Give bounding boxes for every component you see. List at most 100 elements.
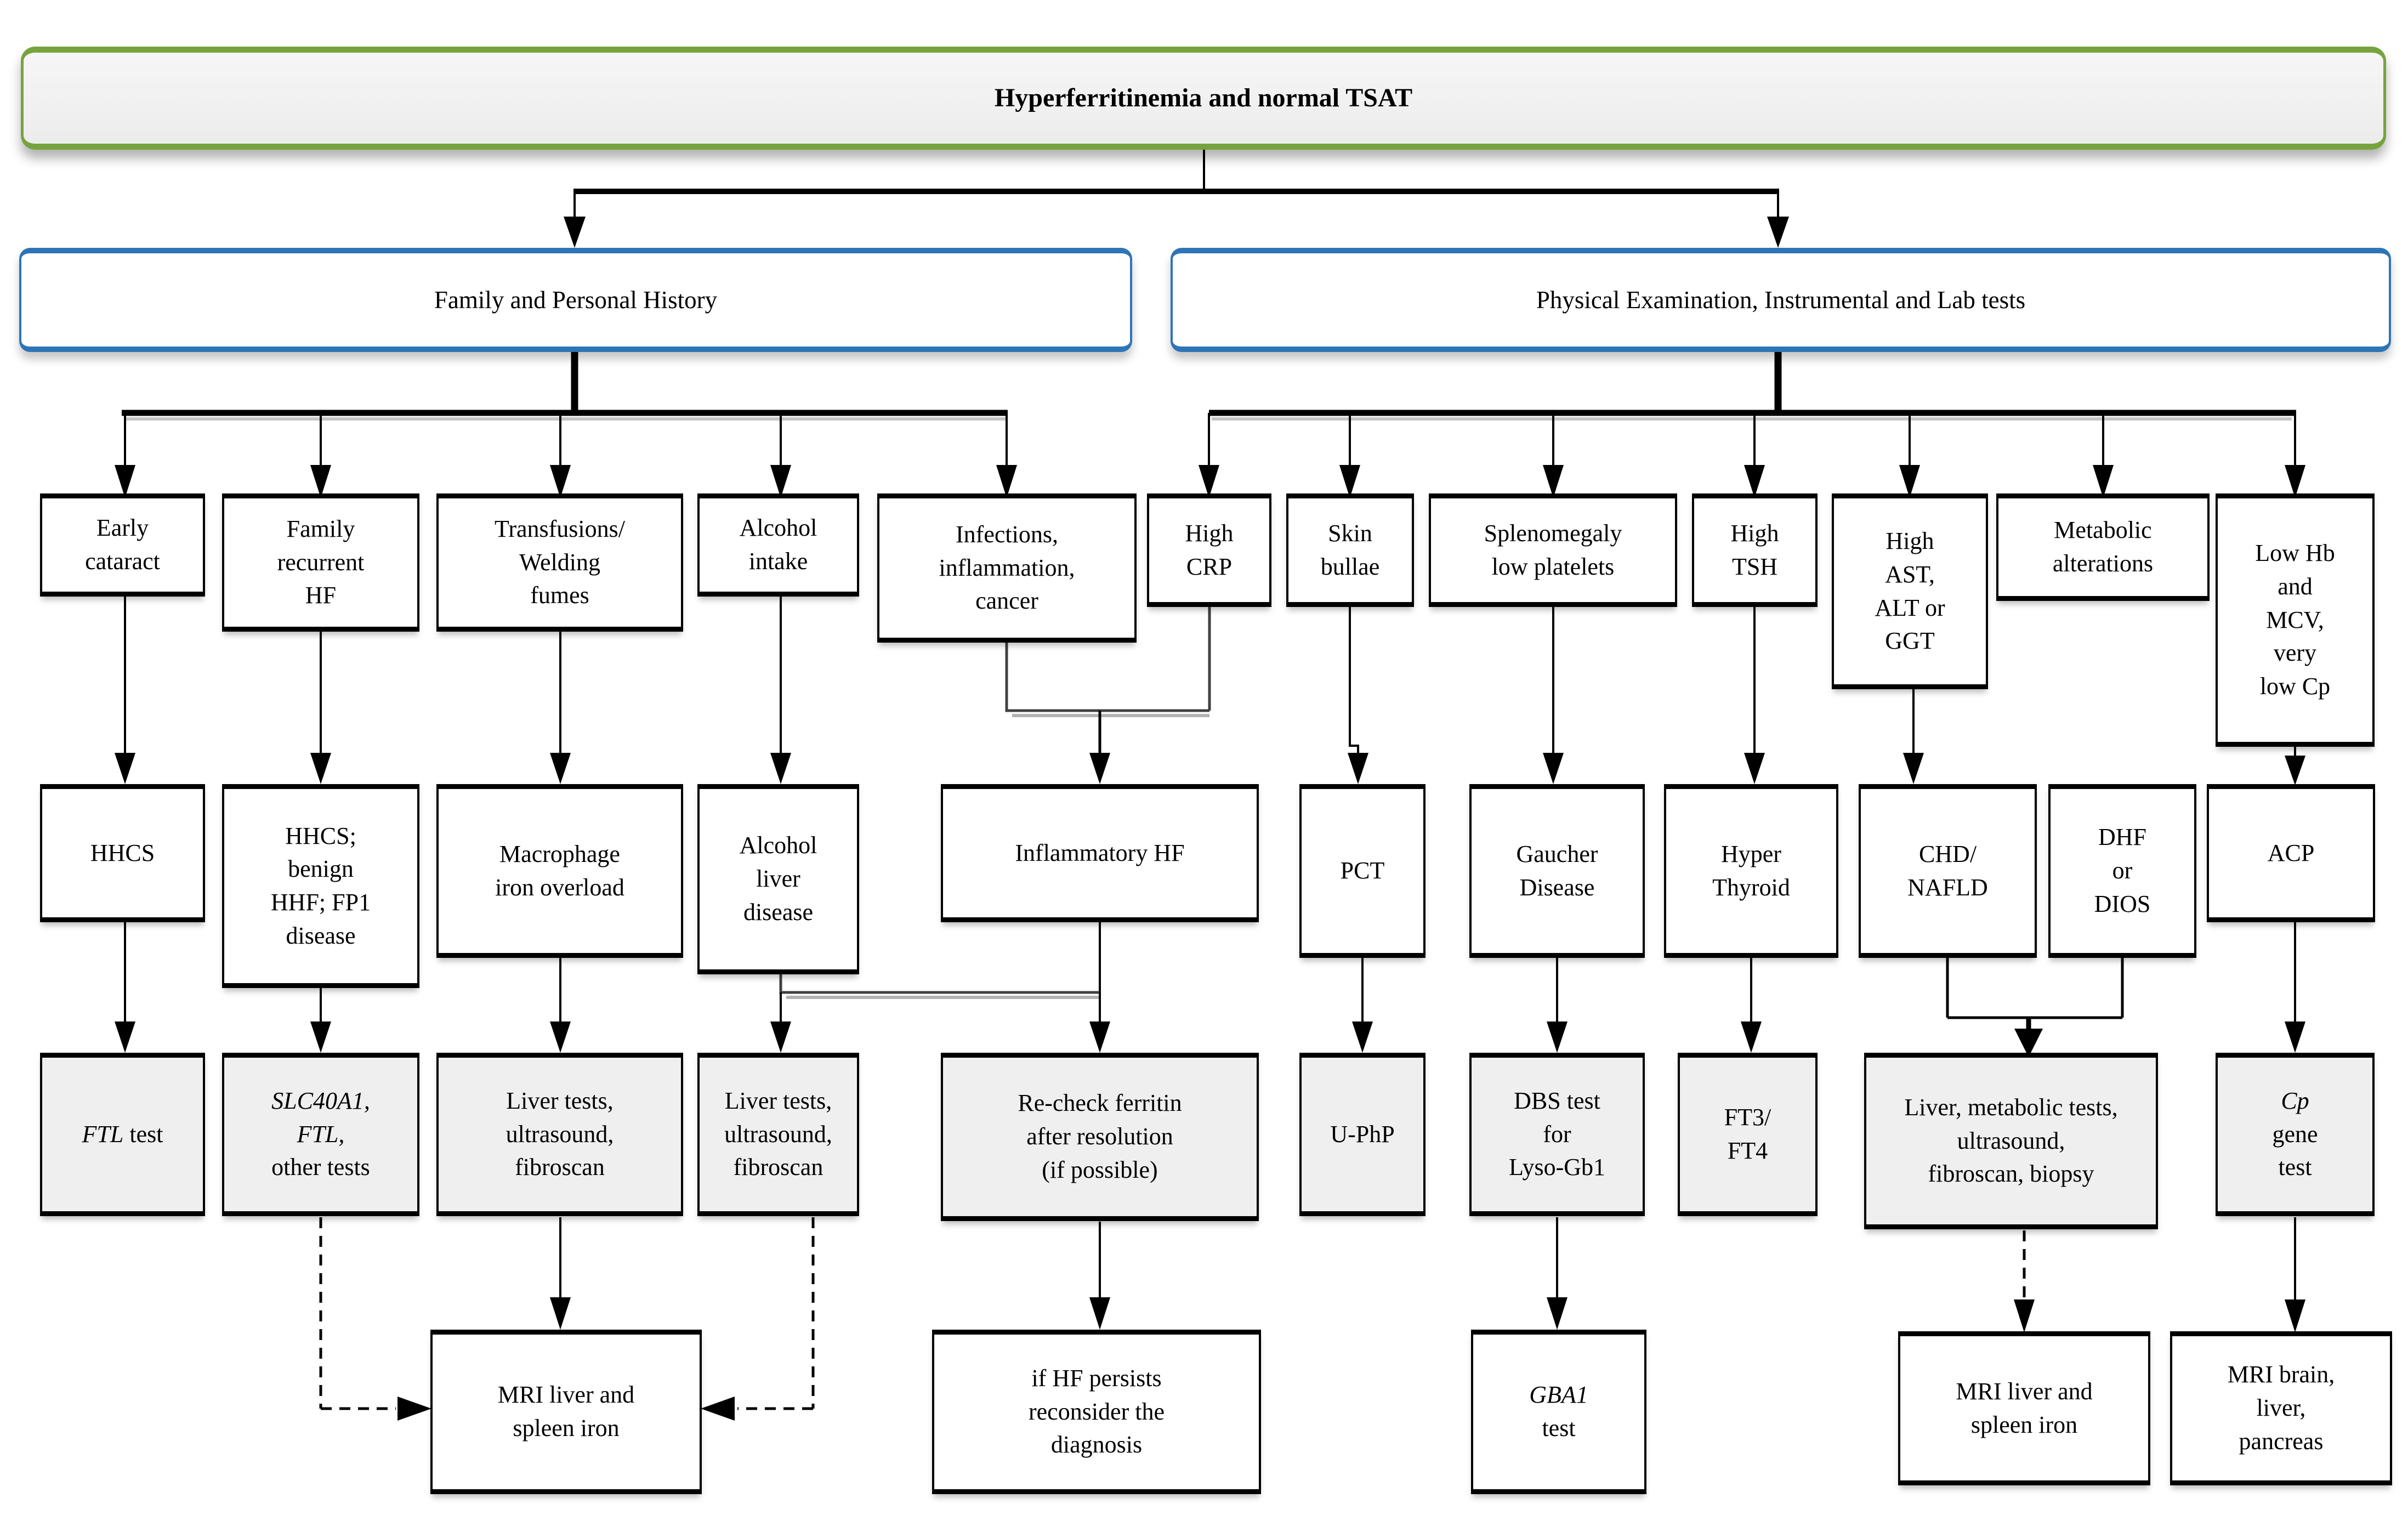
arrow-hyper-thyroid xyxy=(1744,753,1765,784)
node-high-ast-alt-ggt: High AST, ALT or GGT xyxy=(1832,493,1988,689)
arrow-ft3-ft4 xyxy=(1741,1021,1762,1053)
node-hhcs: HHCS xyxy=(40,784,205,922)
arrow-gaucher xyxy=(1543,753,1564,784)
arrow-liver-metabolic xyxy=(2014,1029,2043,1057)
node-title: Hyperferritinemia and normal TSAT xyxy=(21,47,2386,150)
node-dbs-test: DBS test for Lyso-Gb1 xyxy=(1469,1053,1645,1216)
node-physical-exam: Physical Examination, Instrumental and L… xyxy=(1171,248,2391,352)
node-inflammatory-hf: Inflammatory HF xyxy=(941,784,1259,922)
low-hb-mcv-cp-label: Low Hb and MCV, very low Cp xyxy=(2255,540,2335,700)
hhcs-label: HHCS xyxy=(90,839,155,866)
arrow-acp xyxy=(2285,756,2305,785)
transfusions-label: Transfusions/ Welding fumes xyxy=(495,515,625,609)
arrow-skin-bullae xyxy=(1339,465,1360,498)
mri-brain-liver-pancreas-label: MRI brain, liver, pancreas xyxy=(2227,1361,2335,1455)
arrow-low-hb xyxy=(2285,465,2305,498)
arrow-liver-tests-2 xyxy=(770,1021,791,1053)
node-alcohol-liver-disease: Alcohol liver disease xyxy=(697,784,859,974)
arrow-if-hf xyxy=(1089,1297,1110,1330)
arrow-alcohol-liver xyxy=(770,753,791,784)
cp-gene: Cp xyxy=(2281,1087,2309,1114)
arrow-splenomegaly xyxy=(1543,465,1564,498)
uphp-label: U-PhP xyxy=(1330,1120,1395,1148)
arrow-slc-tests xyxy=(310,1021,331,1053)
ft3-ft4-label: FT3/ FT4 xyxy=(1724,1104,1771,1164)
node-hhcs-benign: HHCS; benign HHF; FP1 disease xyxy=(222,784,419,988)
mri-liver-spleen-1-label: MRI liver and spleen iron xyxy=(497,1381,635,1441)
node-pct: PCT xyxy=(1299,784,1426,958)
node-family-history: Family and Personal History xyxy=(19,248,1132,352)
node-hyper-thyroid: Hyper Thyroid xyxy=(1664,784,1838,958)
arrow-hhcs xyxy=(115,753,135,784)
slc-tests-label: SLC40A1,FTL,other tests xyxy=(266,1085,376,1184)
if-hf-persists-label: if HF persists reconsider the diagnosis xyxy=(1029,1364,1165,1458)
dbs-test-label: DBS test for Lyso-Gb1 xyxy=(1509,1087,1605,1181)
acp-label: ACP xyxy=(2267,839,2315,866)
arrow-macrophage xyxy=(550,753,571,784)
node-recheck-ferritin: Re-check ferritin after resolution (if p… xyxy=(941,1053,1259,1221)
node-uphp: U-PhP xyxy=(1299,1053,1426,1216)
node-mri-brain-liver-pancreas: MRI brain, liver, pancreas xyxy=(2170,1331,2392,1485)
node-acp: ACP xyxy=(2207,784,2375,922)
node-if-hf-persists: if HF persists reconsider the diagnosis xyxy=(932,1330,1261,1494)
skin-bullae-label: Skin bullae xyxy=(1320,519,1380,580)
early-cataract-label: Early cataract xyxy=(85,514,160,575)
arrow-mri1-left xyxy=(397,1397,431,1421)
slc-rest: other tests xyxy=(271,1154,370,1181)
arrow-uphp xyxy=(1352,1021,1373,1053)
arrow-mri2 xyxy=(2014,1299,2035,1332)
recheck-ferritin-label: Re-check ferritin after resolution (if p… xyxy=(1018,1089,1182,1183)
arrow-gba1 xyxy=(1547,1297,1568,1330)
metabolic-alterations-label: Metabolic alterations xyxy=(2052,517,2154,577)
ftl-gene: FTL xyxy=(82,1120,124,1148)
node-splenomegaly: Splenomegaly low platelets xyxy=(1429,493,1677,607)
edge-infections-elbow xyxy=(1005,643,1209,712)
arrow-high-tsh xyxy=(1744,465,1765,498)
arrow-metabolic xyxy=(2093,465,2114,498)
dhf-dios-label: DHF or DIOS xyxy=(2094,824,2151,917)
node-liver-tests-1: Liver tests, ultrasound, fibroscan xyxy=(436,1053,683,1216)
arrow-alcohol-intake xyxy=(770,465,791,498)
arrow-family-recurrent xyxy=(310,465,331,498)
node-slc-tests: SLC40A1,FTL,other tests xyxy=(222,1053,419,1216)
node-high-tsh: High TSH xyxy=(1692,493,1818,607)
infections-label: Infections, inflammation, cancer xyxy=(939,520,1075,615)
node-low-hb-mcv-cp: Low Hb and MCV, very low Cp xyxy=(2216,493,2375,747)
arrow-liver-tests-1 xyxy=(550,1021,571,1053)
family-history-label: Family and Personal History xyxy=(434,286,718,314)
hhcs-benign-label: HHCS; benign HHF; FP1 disease xyxy=(270,822,371,949)
arrow-dbs-test xyxy=(1547,1021,1568,1053)
arrow-infections xyxy=(996,465,1017,498)
node-gaucher-disease: Gaucher Disease xyxy=(1469,784,1645,958)
chd-nafld-label: CHD/ NAFLD xyxy=(1907,840,1988,901)
arrow-family xyxy=(564,217,586,248)
alcohol-liver-disease-label: Alcohol liver disease xyxy=(739,832,817,926)
pct-label: PCT xyxy=(1340,857,1385,884)
node-dhf-dios: DHF or DIOS xyxy=(2048,784,2196,958)
mri-liver-spleen-2-label: MRI liver and spleen iron xyxy=(1956,1377,2093,1438)
node-liver-metabolic-tests: Liver, metabolic tests, ultrasound, fibr… xyxy=(1864,1053,2158,1229)
liver-tests-2-label: Liver tests, ultrasound, fibroscan xyxy=(724,1087,832,1181)
node-chd-nafld: CHD/ NAFLD xyxy=(1859,784,2037,958)
title-label: Hyperferritinemia and normal TSAT xyxy=(994,83,1413,112)
alcohol-intake-label: Alcohol intake xyxy=(739,514,817,575)
node-macrophage-overload: Macrophage iron overload xyxy=(436,784,683,958)
family-recurrent-hf-label: Family recurrent HF xyxy=(277,515,365,609)
node-ft3-ft4: FT3/ FT4 xyxy=(1678,1053,1818,1216)
arrow-mri1-top xyxy=(550,1297,571,1330)
node-ftl-test: FTL test xyxy=(40,1053,205,1216)
node-mri-liver-spleen-2: MRI liver and spleen iron xyxy=(1898,1331,2150,1485)
arrow-hhcs-benign xyxy=(310,753,331,784)
arrow-mri-brain xyxy=(2285,1299,2305,1332)
edge-skin-pct xyxy=(1349,607,1359,757)
node-liver-tests-2: Liver tests, ultrasound, fibroscan xyxy=(697,1053,859,1216)
arrow-pct xyxy=(1348,753,1368,784)
node-family-recurrent-hf: Family recurrent HF xyxy=(222,493,419,632)
node-mri-liver-spleen-1: MRI liver and spleen iron xyxy=(430,1330,702,1494)
liver-tests-1-label: Liver tests, ultrasound, fibroscan xyxy=(506,1087,614,1181)
edge-alcliv-elbow xyxy=(779,974,1100,994)
